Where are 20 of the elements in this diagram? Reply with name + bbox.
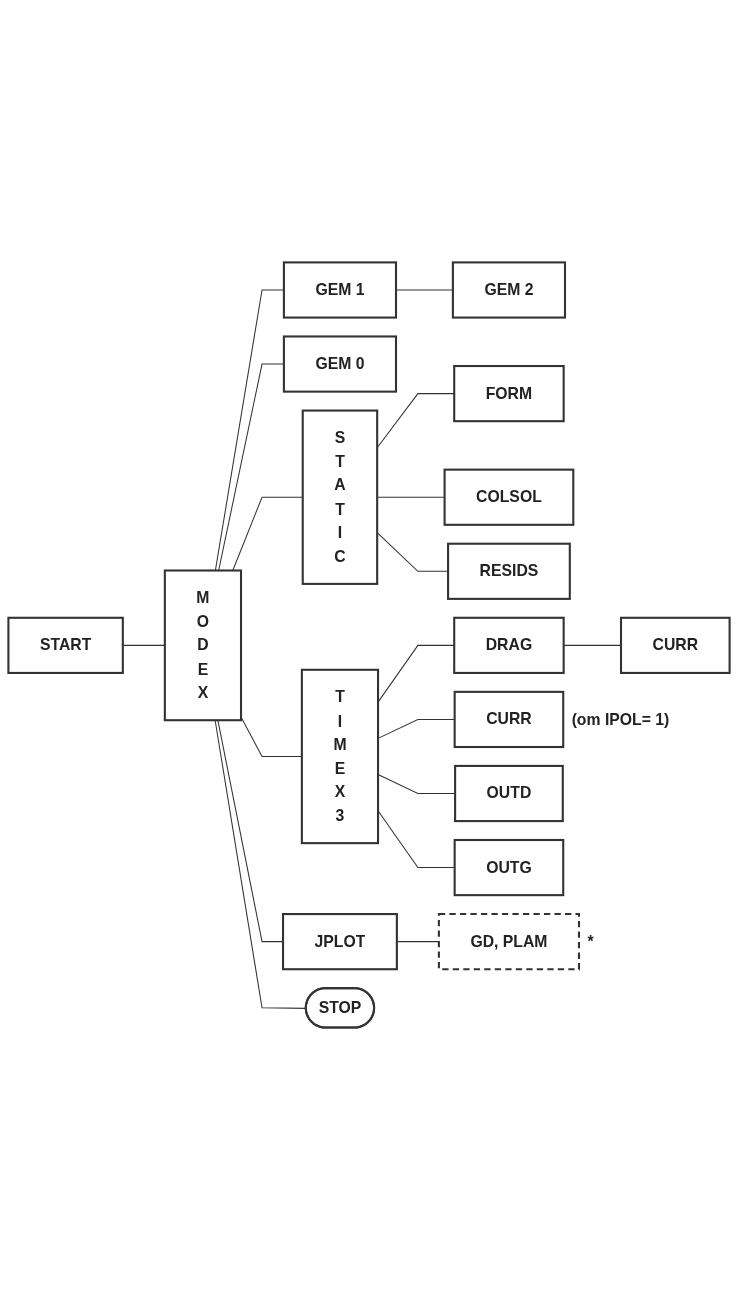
node-box: RESIDS: [447, 542, 571, 600]
node-box: GD, PLAM: [437, 913, 581, 971]
node-box: M O D E X: [163, 569, 243, 722]
node-note: (om IPOL= 1): [571, 710, 670, 728]
connector: [563, 644, 622, 646]
node-box: DRAG: [453, 616, 565, 674]
node-box: JPLOT: [282, 913, 398, 971]
node-box: COLSOL: [443, 468, 575, 526]
node-box: GEM 2: [451, 261, 567, 319]
node-box: CURR: [619, 616, 731, 674]
node-box: OUTG: [453, 838, 565, 897]
node-box: T I M E X 3: [300, 668, 380, 845]
node-box: FORM: [453, 365, 565, 423]
node-box: START: [7, 616, 124, 674]
node-note: *: [587, 932, 594, 950]
node-box: GEM 1: [282, 261, 398, 319]
node-box: GEM 0: [282, 335, 398, 393]
node-box: OUTD: [454, 764, 564, 823]
node-box: S T A T I C: [301, 409, 379, 585]
node-box: CURR: [453, 690, 565, 749]
